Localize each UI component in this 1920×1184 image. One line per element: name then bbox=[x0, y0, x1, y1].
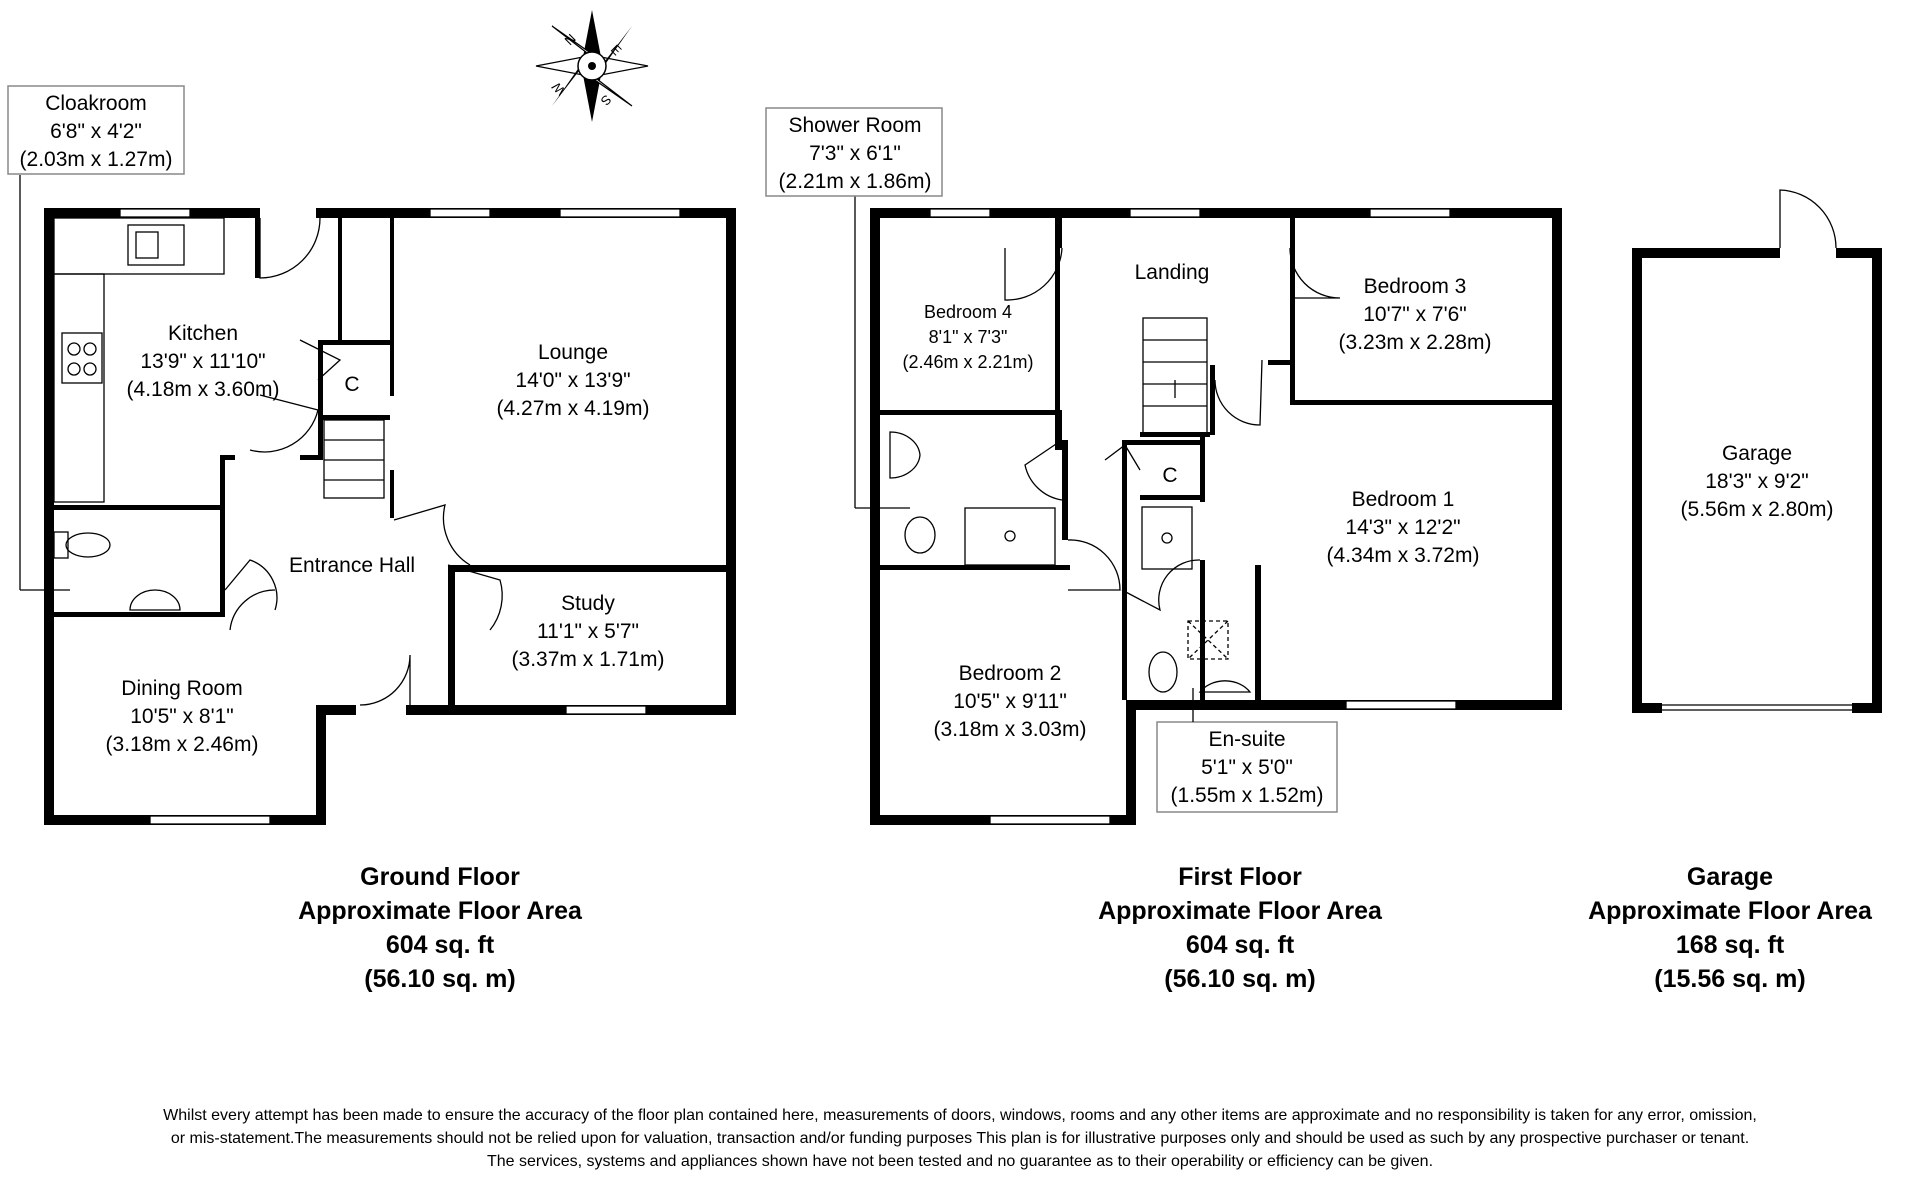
garage-door-swings bbox=[1662, 189, 1852, 711]
bedroom3-name: Bedroom 3 bbox=[1364, 275, 1467, 298]
lounge-name: Lounge bbox=[538, 341, 608, 364]
lounge-imperial: 14'0" x 13'9" bbox=[515, 369, 630, 392]
ground-floor-sqft: 604 sq. ft bbox=[385, 931, 495, 959]
garage-name: Garage bbox=[1722, 442, 1792, 465]
disclaimer-text: Whilst every attempt has been made to en… bbox=[0, 1104, 1920, 1173]
first-floor-title: First Floor bbox=[1178, 863, 1302, 891]
garage-caption: Garage Approximate Floor Area 168 sq. ft… bbox=[1550, 860, 1910, 996]
garage-metric: (5.56m x 2.80m) bbox=[1681, 498, 1834, 521]
ensuite-label-box bbox=[1156, 721, 1338, 813]
compass-w-label: W bbox=[548, 79, 568, 99]
dining-room-metric: (3.18m x 2.46m) bbox=[106, 733, 259, 756]
garage-plan: Garage 18'3" x 9'2" (5.56m x 2.80m) bbox=[1632, 189, 1882, 713]
ensuite-imperial: 5'1" x 5'0" bbox=[1201, 756, 1293, 779]
kitchen-metric: (4.18m x 3.60m) bbox=[127, 378, 280, 401]
dining-room-name: Dining Room bbox=[121, 677, 242, 700]
cloakroom-imperial: 6'8" x 4'2" bbox=[50, 120, 142, 143]
bedroom3-metric: (3.23m x 2.28m) bbox=[1339, 331, 1492, 354]
first-floor-sqm: (56.10 sq. m) bbox=[1164, 965, 1316, 993]
first-floor-area-label: Approximate Floor Area bbox=[1098, 897, 1382, 925]
garage-title: Garage bbox=[1686, 863, 1774, 891]
lounge-metric: (4.27m x 4.19m) bbox=[497, 397, 650, 420]
ground-floor-area-label: Approximate Floor Area bbox=[298, 897, 582, 925]
garage-area-label: Approximate Floor Area bbox=[1588, 897, 1872, 925]
ground-cupboard-label: C bbox=[344, 373, 359, 396]
ground-floor-windows bbox=[119, 208, 681, 825]
first-floor-plan: Shower Room 7'3" x 6'1" (2.21m x 1.86m) … bbox=[765, 107, 1562, 825]
shower-room-imperial: 7'3" x 6'1" bbox=[809, 142, 901, 165]
disclaimer-line-2: or mis-statement.The measurements should… bbox=[170, 1130, 1750, 1147]
kitchen-sink-icon bbox=[127, 224, 185, 266]
study-name: Study bbox=[561, 592, 615, 615]
shower-room-basin-icon bbox=[889, 431, 921, 479]
cloakroom-basin-icon bbox=[129, 589, 181, 611]
bedroom3-imperial: 10'7" x 7'6" bbox=[1363, 303, 1467, 326]
ensuite-toilet-icon bbox=[1148, 651, 1178, 693]
garage-sqm: (15.56 sq. m) bbox=[1654, 965, 1806, 993]
compass-n-label: N bbox=[562, 31, 579, 48]
bedroom1-imperial: 14'3" x 12'2" bbox=[1345, 516, 1460, 539]
shower-room-name: Shower Room bbox=[788, 114, 921, 137]
ensuite-shower-icon bbox=[1141, 506, 1193, 570]
ground-floor-door-swings bbox=[224, 217, 503, 706]
bedroom4-metric: (2.46m x 2.21m) bbox=[902, 352, 1033, 372]
first-floor-sqft: 604 sq. ft bbox=[1185, 931, 1295, 959]
first-floor-fixtures bbox=[854, 180, 1252, 693]
ground-floor-plan: Cloakroom 6'8" x 4'2" (2.03m x 1.27m) Ki… bbox=[7, 85, 736, 825]
bedroom1-metric: (4.34m x 3.72m) bbox=[1327, 544, 1480, 567]
first-stairs-icon bbox=[1142, 317, 1208, 437]
bedroom2-metric: (3.18m x 3.03m) bbox=[934, 718, 1087, 741]
garage-walls bbox=[1632, 248, 1882, 713]
first-cupboard-label: C bbox=[1162, 464, 1177, 487]
ensuite-metric: (1.55m x 1.52m) bbox=[1171, 784, 1324, 807]
hob-icon bbox=[61, 332, 103, 384]
cloakroom-metric: (2.03m x 1.27m) bbox=[20, 148, 173, 171]
study-metric: (3.37m x 1.71m) bbox=[512, 648, 665, 671]
entrance-hall-name: Entrance Hall bbox=[289, 554, 415, 577]
ensuite-name: En-suite bbox=[1208, 728, 1285, 751]
first-floor-windows bbox=[929, 208, 1457, 825]
ensuite-skylight-icon bbox=[1187, 620, 1229, 660]
shower-tray-icon bbox=[964, 507, 1056, 566]
cloakroom-toilet-icon bbox=[65, 532, 111, 558]
garage-imperial: 18'3" x 9'2" bbox=[1705, 470, 1809, 493]
bedroom2-name: Bedroom 2 bbox=[959, 662, 1062, 685]
shower-room-metric: (2.21m x 1.86m) bbox=[779, 170, 932, 193]
ground-floor-sqm: (56.10 sq. m) bbox=[364, 965, 516, 993]
ground-floor-title: Ground Floor bbox=[360, 863, 520, 891]
dining-room-imperial: 10'5" x 8'1" bbox=[130, 705, 234, 728]
svg-text:Cloakroom: Cloakroom bbox=[45, 92, 147, 115]
bedroom1-name: Bedroom 1 bbox=[1352, 488, 1455, 511]
first-floor-door-swings bbox=[1004, 247, 1341, 612]
bedroom2-imperial: 10'5" x 9'11" bbox=[953, 690, 1067, 713]
study-imperial: 11'1" x 5'7" bbox=[537, 620, 639, 643]
ground-floor-fixtures bbox=[19, 175, 385, 611]
bedroom4-imperial: 8'1" x 7'3" bbox=[929, 327, 1008, 347]
disclaimer-line-1: Whilst every attempt has been made to en… bbox=[163, 1107, 1757, 1124]
landing-name: Landing bbox=[1135, 261, 1210, 284]
kitchen-imperial: 13'9" x 11'10" bbox=[140, 350, 265, 373]
ground-floor-caption: Ground Floor Approximate Floor Area 604 … bbox=[230, 860, 650, 996]
compass-rose-icon: N E S W bbox=[535, 10, 649, 122]
cloakroom-label-box bbox=[7, 85, 185, 175]
shower-room-toilet-icon bbox=[904, 516, 936, 554]
disclaimer-line-3: The services, systems and appliances sho… bbox=[486, 1153, 1434, 1170]
compass-s-label: S bbox=[598, 92, 615, 109]
first-floor-caption: First Floor Approximate Floor Area 604 s… bbox=[1030, 860, 1450, 996]
cloakroom-name: Cloakroom bbox=[45, 92, 147, 115]
bedroom4-name: Bedroom 4 bbox=[924, 302, 1012, 322]
shower-room-label-box bbox=[765, 107, 943, 197]
ground-stairs-icon bbox=[323, 419, 385, 499]
ensuite-basin-icon bbox=[1198, 680, 1252, 693]
garage-sqft: 168 sq. ft bbox=[1675, 931, 1785, 959]
kitchen-name: Kitchen bbox=[168, 322, 238, 345]
